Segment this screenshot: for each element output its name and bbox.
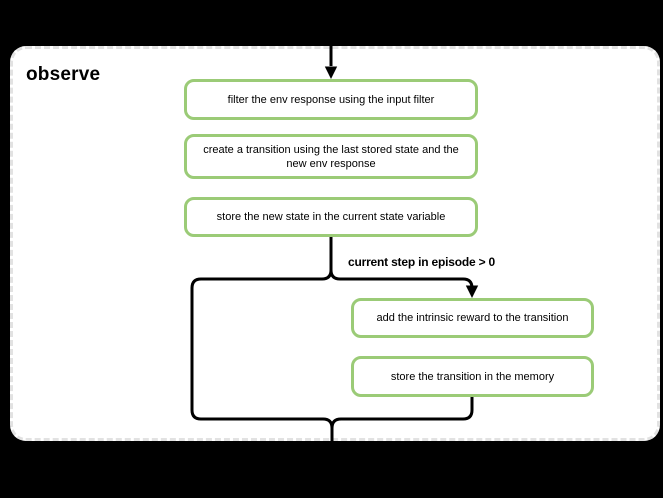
flow-node-store-transition: store the transition in the memory (351, 356, 594, 397)
node-label: add the intrinsic reward to the transiti… (376, 312, 569, 324)
flow-node-store-new-state: store the new state in the current state… (184, 197, 478, 237)
node-label: store the new state in the current state… (216, 211, 446, 223)
node-label: store the transition in the memory (390, 370, 555, 383)
node-label-line: create a transition using the last store… (203, 143, 459, 156)
group-title: observe (26, 64, 101, 85)
node-label: filter the env response using the input … (227, 93, 435, 106)
node-label-line: new env response (286, 157, 376, 170)
branch-condition-label: current step in episode > 0 (348, 255, 495, 269)
flow-node-filter-env-response: filter the env response using the input … (184, 79, 478, 120)
flow-node-add-intrinsic-reward: add the intrinsic reward to the transiti… (351, 298, 594, 338)
flow-node-create-transition: create a transition using the last store… (184, 134, 478, 179)
